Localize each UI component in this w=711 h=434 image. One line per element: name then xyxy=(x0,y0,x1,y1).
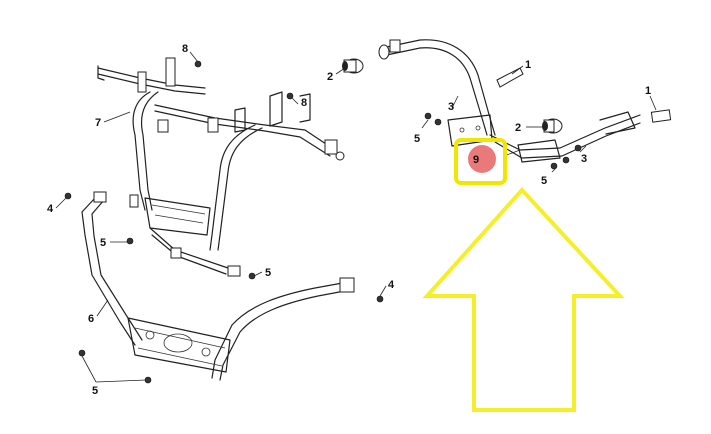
callout-1-right: 1 xyxy=(645,85,651,97)
callout-3-right: 3 xyxy=(581,153,587,165)
callout-6: 6 xyxy=(88,313,94,325)
callout-7: 7 xyxy=(95,117,101,129)
callout-4-right: 4 xyxy=(388,279,395,291)
pointer-arrow xyxy=(422,187,625,412)
callout-5-mid: 5 xyxy=(265,267,271,279)
rear-bumper-assembly xyxy=(81,191,355,381)
callout-8-right: 8 xyxy=(301,97,307,109)
front-frame-assembly xyxy=(97,57,345,277)
callout-2-top: 2 xyxy=(327,71,333,83)
right-tube-assembly xyxy=(342,39,672,170)
callout-8-top: 8 xyxy=(182,43,188,55)
callout-labels: 8 8 7 4 5 5 6 4 5 2 1 3 5 2 1 3 5 xyxy=(47,43,651,397)
highlight-box xyxy=(454,138,507,185)
callout-1-top: 1 xyxy=(525,59,531,71)
callout-2-right: 2 xyxy=(515,122,521,134)
callout-9: 9 xyxy=(473,154,479,166)
callout-3-top: 3 xyxy=(448,101,454,113)
left-bolts xyxy=(64,60,384,384)
leader-lines xyxy=(55,51,657,383)
callout-5-mid-left: 5 xyxy=(100,237,106,249)
highlight-part-9: 9 xyxy=(454,138,507,185)
callout-5-bottom: 5 xyxy=(92,385,98,397)
callout-5-right-top: 5 xyxy=(414,133,420,145)
highlight-dot xyxy=(468,145,496,173)
callout-5-right-bottom: 5 xyxy=(541,175,547,187)
callout-4-left: 4 xyxy=(47,203,54,215)
